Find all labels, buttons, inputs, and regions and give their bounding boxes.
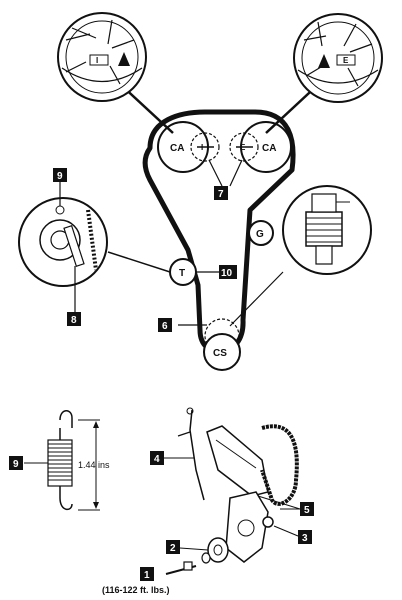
svg-text:5: 5	[304, 505, 310, 516]
exploded-parts	[164, 407, 301, 575]
callout-2: 2	[166, 540, 180, 554]
svg-text:6: 6	[162, 321, 168, 332]
timing-mark-right	[229, 132, 259, 162]
svg-text:4: 4	[154, 454, 160, 465]
spring-length-label: 1.44 ins	[78, 460, 110, 470]
callout-4: 4	[150, 451, 164, 465]
timing-belt	[142, 109, 296, 355]
timing-belt-routing: CA CA I E T G CS	[106, 71, 324, 371]
svg-text:I: I	[96, 56, 98, 65]
callout-7: 7	[214, 186, 228, 200]
svg-text:E: E	[343, 56, 349, 65]
svg-text:CS: CS	[213, 348, 227, 359]
crankshaft-pulley: CS	[203, 318, 241, 371]
svg-text:9: 9	[13, 459, 19, 470]
arrow-up-icon	[318, 54, 330, 68]
cam-detail-right: E	[293, 13, 383, 103]
svg-text:G: G	[256, 229, 264, 240]
svg-text:CA: CA	[170, 143, 184, 154]
svg-text:7: 7	[218, 189, 224, 200]
tensioner-spring: 1.44 ins	[24, 410, 110, 511]
callout-10: 10	[219, 265, 237, 279]
callout-8: 8	[67, 312, 81, 326]
svg-text:3: 3	[302, 533, 308, 544]
cam-detail-left: I	[57, 12, 147, 102]
crank-gear-detail	[282, 185, 372, 275]
svg-text:1: 1	[144, 570, 150, 581]
torque-spec-label: (116-122 ft. lbs.)	[102, 585, 170, 595]
callout-3: 3	[298, 530, 312, 544]
timing-mark-left	[190, 132, 220, 162]
svg-text:CA: CA	[262, 143, 276, 154]
svg-text:T: T	[179, 268, 185, 279]
idler-pulley: G	[248, 220, 274, 246]
callout-9-top: 9	[53, 168, 67, 182]
callout-6: 6	[158, 318, 172, 332]
arrow-up-icon	[118, 52, 130, 66]
callout-1: 1	[140, 567, 154, 581]
tensioner-detail	[18, 182, 108, 312]
svg-text:9: 9	[57, 171, 63, 182]
callout-9-bottom: 9	[9, 456, 23, 470]
tensioner-pulley: T	[169, 258, 197, 286]
callout-5: 5	[300, 502, 314, 516]
svg-text:8: 8	[71, 315, 77, 326]
svg-text:10: 10	[221, 268, 233, 279]
svg-text:2: 2	[170, 543, 176, 554]
